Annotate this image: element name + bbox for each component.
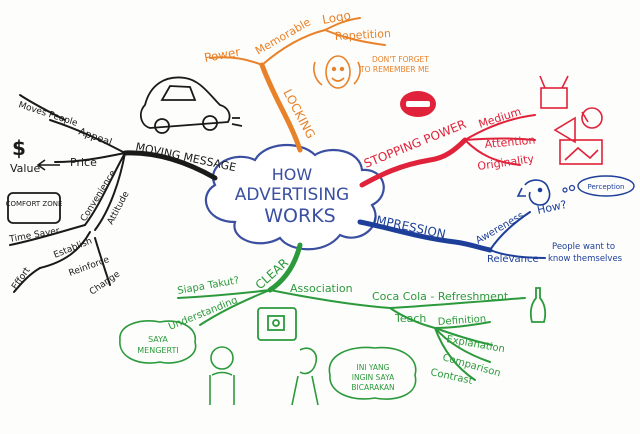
explanation-label: Explanation	[445, 334, 505, 355]
ini-yang-bubble: INI YANG INGIN SAYA BICARAKAN	[328, 346, 417, 400]
price-label: Price	[70, 156, 97, 169]
comfort-zone-text: COMFORT ZONE	[6, 200, 63, 208]
establish-label: Establish	[52, 236, 93, 260]
moves-people-label: Moves People	[17, 100, 79, 129]
saya-mengerti-text: SAYA	[148, 335, 168, 344]
coca-cola-label: Coca Cola - Refreshment	[372, 290, 509, 303]
branch-stopping-power	[359, 114, 536, 188]
understanding-label: Understanding	[167, 295, 239, 333]
svg-text:INGIN SAYA: INGIN SAYA	[352, 373, 395, 382]
awereness-label: Awereness	[474, 210, 526, 246]
impression-label: IMPRESSION	[371, 212, 447, 241]
tv-icon	[539, 75, 569, 109]
svg-text:TO REMEMBER ME: TO REMEMBER ME	[359, 65, 429, 74]
svg-text:DON'T FORGET: DON'T FORGET	[372, 55, 429, 64]
svg-text:BICARAKAN: BICARAKAN	[351, 383, 394, 392]
megaphone-icon	[553, 107, 603, 144]
repetition-label: Repetition	[334, 27, 391, 43]
branch-clear	[177, 242, 526, 381]
relevance-label: Relevance	[487, 254, 539, 265]
effort-label: Effort	[10, 265, 33, 291]
speaking-man-icon	[291, 347, 319, 406]
logo-label: Logo	[321, 8, 352, 27]
branch-impression	[357, 211, 546, 259]
center-title-line3: WORKS	[264, 205, 335, 227]
center-title-line1: HOW	[272, 165, 313, 184]
arrow-icon	[36, 159, 60, 171]
appeal-label: Appeal	[77, 126, 113, 148]
association-label: Association	[290, 282, 353, 295]
perception-label: Perception	[587, 183, 624, 191]
moving-message-label: MOVING MESSAGE	[134, 140, 237, 174]
people-want-line2: know themselves	[548, 254, 623, 264]
branch-locking	[209, 17, 386, 153]
man-icon	[209, 346, 235, 405]
svg-text:$: $	[12, 136, 26, 160]
svg-text:MENGERTI: MENGERTI	[137, 346, 178, 355]
green-tv-icon	[257, 307, 297, 341]
thinking-face-icon	[516, 179, 551, 206]
medium-label: Medium	[477, 105, 523, 131]
time-saver-label: Time Saver	[8, 226, 61, 245]
attitude-label: Attitude	[106, 189, 132, 226]
attention-label: Attention	[484, 134, 536, 151]
smiling-face-icon	[313, 55, 361, 89]
dont-forget-note: DON'T FORGET TO REMEMBER ME	[359, 55, 429, 74]
branch-moving-message	[9, 94, 218, 293]
how-label: How?	[536, 198, 568, 217]
value-label: Value	[10, 162, 40, 175]
people-want-line1: People want to	[552, 242, 615, 252]
bottle-icon	[529, 287, 547, 323]
saya-mengerti-bubble: SAYA MENGERTI	[119, 320, 197, 364]
car-icon	[139, 76, 243, 134]
definition-label: Definition	[437, 314, 486, 328]
power-label: Power	[203, 45, 241, 65]
center-node: HOW ADVERTISING WORKS	[204, 143, 385, 251]
billboard-icon	[559, 139, 603, 165]
center-cloud	[204, 143, 385, 251]
comfort-zone-box: COMFORT ZONE	[6, 192, 63, 224]
teach-label: Teach	[394, 312, 426, 325]
dollar-icon: $	[12, 136, 26, 160]
ini-yang-text: INI YANG	[357, 363, 390, 372]
center-title-line2: ADVERTISING	[235, 185, 349, 205]
stop-sign-icon	[400, 91, 436, 117]
perception-bubble: Perception	[562, 175, 635, 197]
